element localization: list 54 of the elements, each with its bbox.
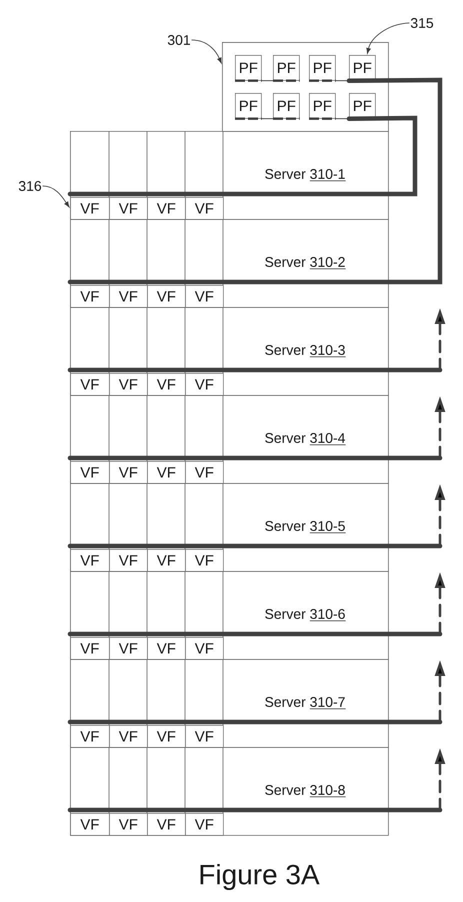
- link-line: [335, 118, 350, 120]
- leader-line: [42, 186, 70, 208]
- vf-cell: VF: [185, 373, 224, 396]
- vf-cell: VF: [109, 549, 148, 572]
- callout-number: 316: [18, 181, 42, 191]
- pf-box: PF: [349, 55, 376, 82]
- vf-cell: VF: [147, 549, 186, 572]
- vf-cell: VF: [147, 197, 186, 220]
- vf-cell: VF: [147, 813, 186, 836]
- vf-cell: VF: [185, 637, 224, 660]
- vf-cell: VF: [70, 549, 110, 572]
- vf-cell: VF: [147, 373, 186, 396]
- vf-cell: VF: [70, 197, 110, 220]
- link-line: [335, 80, 350, 82]
- vf-cell: VF: [70, 373, 110, 396]
- callout-number: 315: [410, 18, 434, 28]
- pf-box: PF: [349, 93, 376, 120]
- device-box: [222, 42, 389, 132]
- pf-box: PF: [235, 93, 262, 120]
- vf-cell: VF: [70, 813, 110, 836]
- vf-cell: VF: [70, 725, 110, 748]
- vf-cell: VF: [109, 285, 148, 308]
- bus-line: [68, 116, 418, 196]
- vf-cell: VF: [70, 461, 110, 484]
- leader-line: [191, 40, 222, 64]
- pf-box: PF: [273, 55, 300, 82]
- vf-cell: VF: [185, 197, 224, 220]
- vf-cell: VF: [109, 197, 148, 220]
- vf-cell: VF: [109, 373, 148, 396]
- callout-number: 301: [168, 35, 190, 45]
- vf-cell: VF: [147, 285, 186, 308]
- vf-cell: VF: [70, 637, 110, 660]
- vf-cell: VF: [147, 637, 186, 660]
- vf-cell: VF: [70, 285, 110, 308]
- vf-cell: VF: [185, 285, 224, 308]
- link-line: [261, 80, 274, 82]
- vf-cell: VF: [109, 725, 148, 748]
- vf-cell: VF: [185, 461, 224, 484]
- pf-box: PF: [235, 55, 262, 82]
- leader-line: [366, 22, 410, 54]
- bus-line: [68, 78, 442, 284]
- figure-caption: Figure 3A: [200, 864, 320, 890]
- link-line: [261, 118, 274, 120]
- vf-cell: VF: [185, 549, 224, 572]
- pf-box: PF: [309, 93, 336, 120]
- vf-cell: VF: [185, 813, 224, 836]
- vf-cell: VF: [109, 813, 148, 836]
- pf-box: PF: [309, 55, 336, 82]
- vf-cell: VF: [109, 637, 148, 660]
- vf-cell: VF: [109, 461, 148, 484]
- vf-cell: VF: [147, 461, 186, 484]
- vf-cell: VF: [147, 725, 186, 748]
- vf-cell: VF: [185, 725, 224, 748]
- pf-box: PF: [273, 93, 300, 120]
